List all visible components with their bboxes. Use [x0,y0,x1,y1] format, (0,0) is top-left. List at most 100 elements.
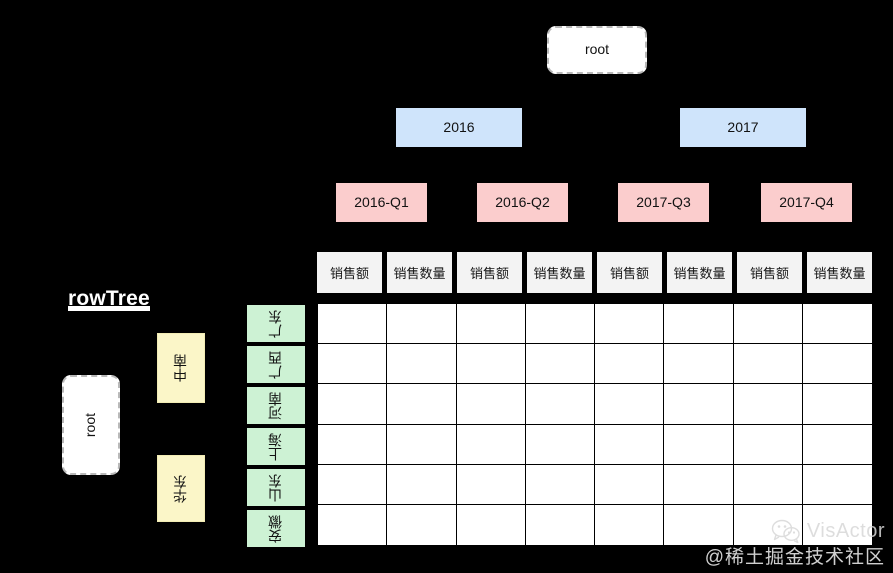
body-cell[interactable] [733,424,803,465]
body-cell[interactable] [456,384,526,425]
body-cell[interactable] [664,424,734,465]
row-node-province-3[interactable]: 河南 [247,387,305,424]
column-header-cell-5-label: 销售额 [609,266,649,281]
watermark-handle: @稀土掘金技术社区 [704,547,885,568]
body-cell[interactable] [664,384,734,425]
row-node-region-huadong[interactable]: 华东 [157,455,205,522]
body-cell[interactable] [664,504,734,545]
column-header-cell-1[interactable]: 销售额 [317,252,382,293]
body-cell[interactable] [525,464,595,505]
row-node-province-2[interactable]: 广西 [247,346,305,383]
body-cell[interactable] [387,384,457,425]
column-node-quarter-2017-q4-label: 2017-Q4 [779,193,834,210]
body-cell[interactable] [733,384,803,425]
body-cell[interactable] [318,464,388,505]
body-cell[interactable] [318,384,388,425]
row-node-province-4[interactable]: 上海 [247,428,305,465]
column-header-cell-4[interactable]: 销售数量 [527,252,592,293]
body-cell[interactable] [802,304,872,345]
body-cell[interactable] [387,464,457,505]
row-node-province-6-label: 安徽 [267,514,284,543]
column-header-cell-3-label: 销售额 [469,266,509,281]
body-cell[interactable] [525,304,595,345]
column-tree-root-node[interactable]: root [547,26,647,74]
column-node-year-2017-label: 2017 [727,118,759,135]
column-node-quarter-2016-q2[interactable]: 2016-Q2 [477,183,568,222]
column-header-cell-5[interactable]: 销售额 [597,252,662,293]
column-header-cell-2[interactable]: 销售数量 [387,252,452,293]
body-cell[interactable] [802,344,872,385]
row-tree-root-node[interactable]: root [62,375,120,475]
pivot-table-body[interactable] [317,303,873,546]
body-cell[interactable] [456,344,526,385]
body-cell[interactable] [456,464,526,505]
body-cell[interactable] [802,384,872,425]
column-node-quarter-2016-q1-label: 2016-Q1 [354,193,409,210]
body-cell[interactable] [802,424,872,465]
body-cell[interactable] [802,504,872,545]
body-cell[interactable] [664,304,734,345]
column-node-quarter-2017-q3-label: 2017-Q3 [636,193,691,210]
body-cell[interactable] [595,424,665,465]
body-cell[interactable] [456,504,526,545]
row-node-province-4-label: 上海 [267,432,284,461]
column-header-cell-7-label: 销售额 [749,266,789,281]
body-cell[interactable] [318,424,388,465]
body-cell[interactable] [595,504,665,545]
body-cell[interactable] [456,424,526,465]
body-cell[interactable] [525,344,595,385]
column-node-year-2016[interactable]: 2016 [396,108,522,147]
column-header-cell-3[interactable]: 销售额 [457,252,522,293]
column-header-cell-6-label: 销售数量 [673,266,726,281]
body-cell[interactable] [595,304,665,345]
row-node-province-1[interactable]: 广东 [247,305,305,342]
body-cell[interactable] [525,504,595,545]
body-cell[interactable] [733,504,803,545]
body-cell[interactable] [456,304,526,345]
column-header-cell-8-label: 销售数量 [813,266,866,281]
body-cell[interactable] [664,464,734,505]
column-node-year-2016-label: 2016 [443,118,475,135]
body-cell[interactable] [525,384,595,425]
body-cell[interactable] [664,344,734,385]
body-cell[interactable] [595,384,665,425]
body-cell[interactable] [595,344,665,385]
body-cell[interactable] [318,504,388,545]
row-node-province-6[interactable]: 安徽 [247,510,305,547]
body-cell[interactable] [387,304,457,345]
column-node-quarter-2016-q2-label: 2016-Q2 [495,193,550,210]
column-header-cell-8[interactable]: 销售数量 [807,252,872,293]
column-node-quarter-2017-q3[interactable]: 2017-Q3 [618,183,709,222]
body-cell[interactable] [733,344,803,385]
body-cell[interactable] [318,344,388,385]
body-cell[interactable] [733,464,803,505]
column-header-cell-6[interactable]: 销售数量 [667,252,732,293]
body-cell[interactable] [733,304,803,345]
row-node-province-5-label: 山东 [267,473,284,502]
body-cell[interactable] [595,464,665,505]
row-node-region-zhongnan[interactable]: 中南 [157,333,205,403]
row-node-region-huadong-label: 华东 [172,474,189,503]
row-tree-caption-text: rowTree [68,289,150,310]
row-node-province-5[interactable]: 山东 [247,469,305,506]
column-node-quarter-2017-q4[interactable]: 2017-Q4 [761,183,852,222]
column-node-year-2017[interactable]: 2017 [680,108,806,147]
row-node-province-3-label: 河南 [267,391,284,420]
body-cell[interactable] [525,424,595,465]
row-tree-root-label: root [82,412,99,438]
row-node-province-2-label: 广西 [267,350,284,379]
column-header-cell-2-label: 销售数量 [393,266,446,281]
body-cell[interactable] [387,424,457,465]
row-node-region-zhongnan-label: 中南 [172,354,189,382]
body-cell[interactable] [318,304,388,345]
column-header-cell-7[interactable]: 销售额 [737,252,802,293]
column-tree-root-label: root [584,41,610,58]
column-header-cell-1-label: 销售额 [329,266,369,281]
body-cell[interactable] [802,464,872,505]
body-cell[interactable] [387,504,457,545]
row-node-province-1-label: 广东 [267,309,284,338]
column-header-cell-4-label: 销售数量 [533,266,586,281]
column-node-quarter-2016-q1[interactable]: 2016-Q1 [336,183,427,222]
body-cell[interactable] [387,344,457,385]
